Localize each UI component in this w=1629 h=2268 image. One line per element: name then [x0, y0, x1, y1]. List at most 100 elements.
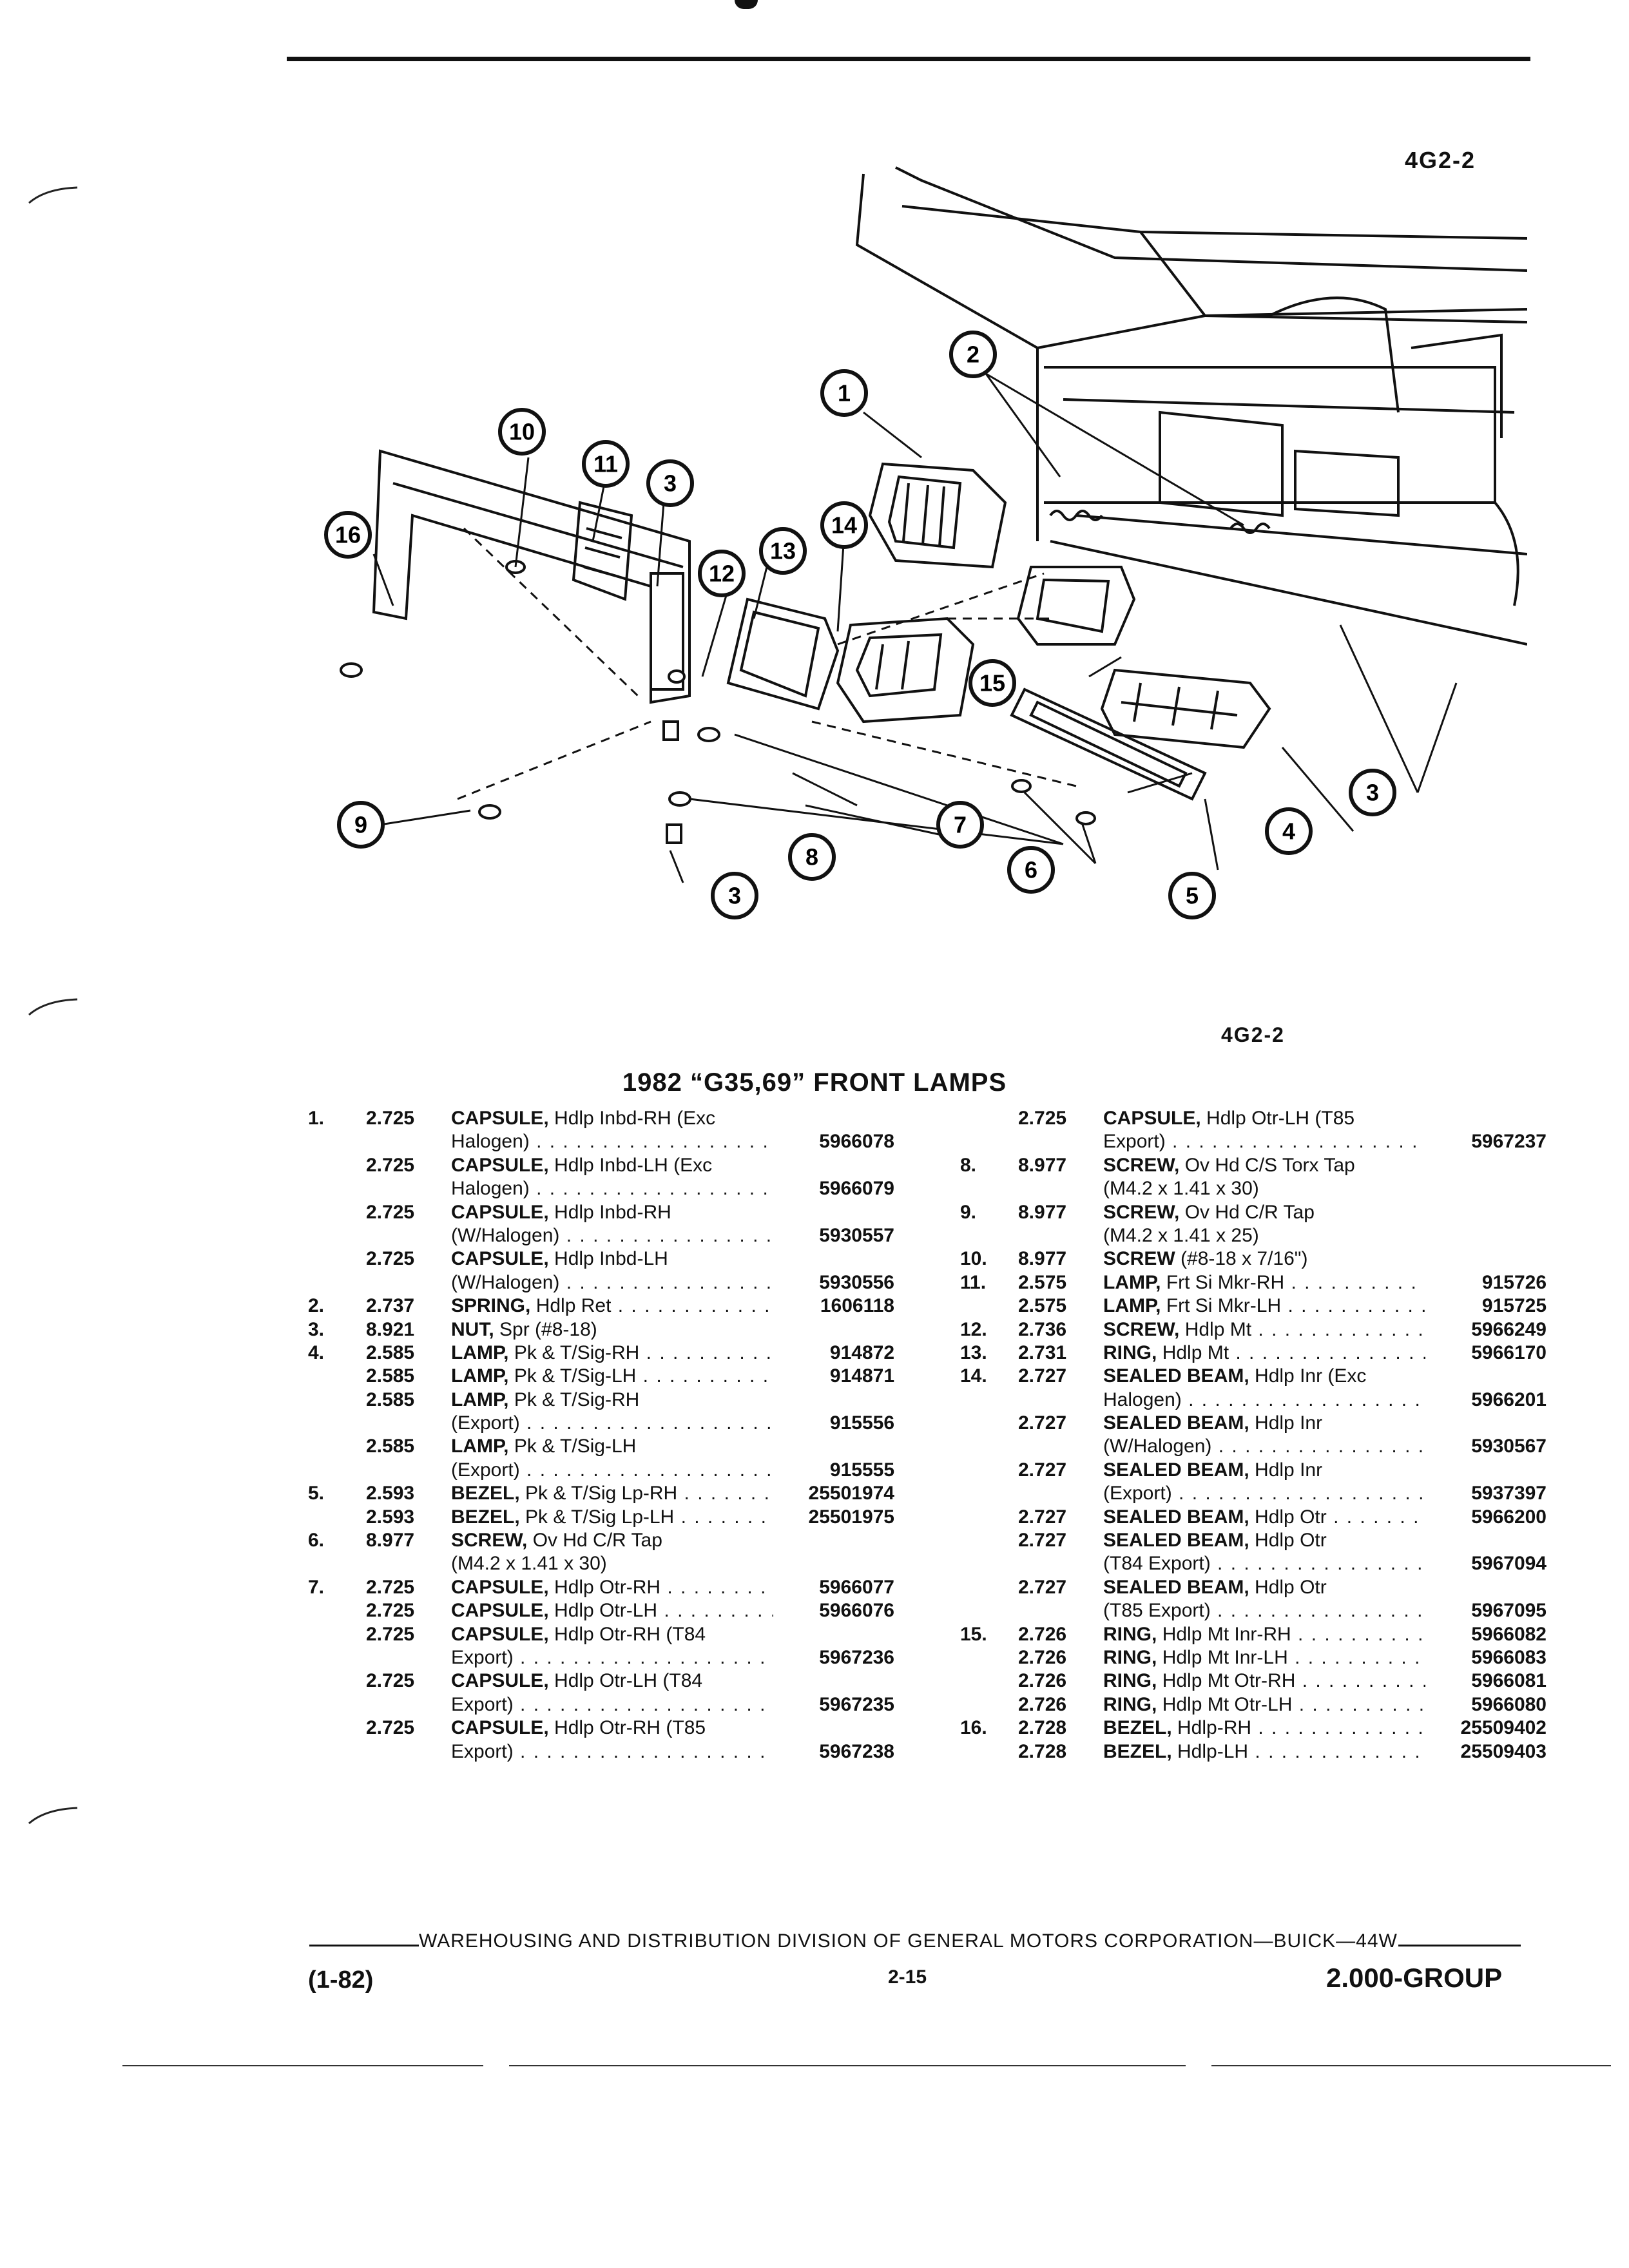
- part-number: 25509402: [1455, 1716, 1547, 1740]
- part-detail: Hdlp Inr (Exc: [1255, 1365, 1367, 1387]
- footer-group: 2.000-GROUP: [1326, 1963, 1503, 1993]
- part-detail: (T84 Export): [1103, 1553, 1211, 1575]
- part-item-number: 7.: [308, 1576, 325, 1598]
- part-detail: Hdlp Ret: [535, 1295, 612, 1317]
- callout-9: 9: [337, 801, 385, 849]
- part-term: SEALED BEAM,: [1103, 1412, 1249, 1434]
- part-item-number: 9.: [960, 1201, 977, 1223]
- footer-division: WAREHOUSING AND DISTRIBUTION DIVISION OF…: [419, 1930, 1398, 1952]
- part-description: CAPSULE, Hdlp Inbd-LH: [451, 1247, 773, 1271]
- svg-text:16: 16: [335, 522, 361, 548]
- part-number: 5930557: [814, 1224, 894, 1248]
- mount-ring-13: [726, 597, 840, 711]
- bottom-rule: [122, 2065, 483, 2066]
- part-detail: Hdlp Inr: [1255, 1412, 1323, 1434]
- part-row: (T85 Export)5967095: [960, 1599, 1547, 1623]
- part-group-code: 2.585: [366, 1341, 415, 1363]
- part-description: BEZEL, Pk & T/Sig Lp-LH: [451, 1506, 773, 1529]
- car-front-end: [855, 166, 1527, 646]
- part-term: SCREW,: [1103, 1201, 1180, 1223]
- part-detail: Hdlp Inbd-LH (Exc: [554, 1154, 713, 1176]
- part-description: (W/Halogen): [451, 1224, 773, 1247]
- part-row: Export)5967235: [308, 1693, 894, 1717]
- part-detail: Hdlp Otr-LH (T84: [554, 1670, 703, 1692]
- part-group-code: 8.977: [1018, 1201, 1067, 1223]
- part-term: LAMP,: [451, 1341, 509, 1363]
- part-description: (Export): [1103, 1482, 1425, 1505]
- callout-6: 6: [1007, 846, 1055, 894]
- part-description: SEALED BEAM, Hdlp Otr: [1103, 1576, 1425, 1599]
- part-term: RING,: [1103, 1646, 1157, 1668]
- part-term: CAPSULE,: [451, 1576, 549, 1598]
- part-term: BEZEL,: [1103, 1717, 1172, 1739]
- part-detail: (#8-18 x 7/16"): [1181, 1248, 1308, 1270]
- svg-text:9: 9: [354, 812, 367, 838]
- part-term: CAPSULE,: [451, 1670, 549, 1692]
- screws-and-springs: [340, 510, 1271, 844]
- part-description: SCREW, Hdlp Mt: [1103, 1318, 1425, 1341]
- part-term: LAMP,: [1103, 1295, 1161, 1317]
- part-number: 915726: [1476, 1271, 1547, 1295]
- part-row: (M4.2 x 1.41 x 30): [960, 1177, 1547, 1200]
- part-group-code: 2.727: [1018, 1365, 1067, 1387]
- part-detail: Frt Si Mkr-LH: [1166, 1295, 1282, 1317]
- part-detail: Hdlp Otr: [1255, 1530, 1327, 1552]
- part-item-number: 3.: [308, 1318, 325, 1340]
- part-number: 5966080: [1466, 1693, 1547, 1717]
- part-item-number: 14.: [960, 1365, 987, 1387]
- part-description: CAPSULE, Hdlp Otr-RH (T85: [451, 1716, 773, 1740]
- part-description: RING, Hdlp Mt: [1103, 1341, 1425, 1365]
- part-description: Halogen): [451, 1130, 773, 1153]
- part-description: (T85 Export): [1103, 1599, 1425, 1622]
- part-detail: Export): [451, 1740, 514, 1762]
- part-description: BEZEL, Pk & T/Sig Lp-RH: [451, 1482, 773, 1505]
- callout-10: 10: [498, 408, 546, 456]
- part-number: 5966081: [1466, 1669, 1547, 1693]
- part-group-code: 2.726: [1018, 1670, 1067, 1692]
- part-number: 5966170: [1466, 1341, 1547, 1365]
- part-group-code: 8.921: [366, 1318, 415, 1340]
- svg-text:6: 6: [1025, 857, 1037, 883]
- part-description: CAPSULE, Hdlp Inbd-LH (Exc: [451, 1154, 773, 1177]
- part-item-number: 5.: [308, 1483, 325, 1504]
- part-item-number: 10.: [960, 1248, 987, 1270]
- footer-rule-right: [1398, 1945, 1521, 1946]
- part-term: CAPSULE,: [451, 1154, 549, 1176]
- part-detail: Hdlp Inr: [1255, 1459, 1323, 1481]
- part-number: 25501975: [803, 1505, 894, 1530]
- part-item-number: 8.: [960, 1154, 977, 1176]
- part-number: 5966082: [1466, 1622, 1547, 1646]
- svg-text:7: 7: [954, 812, 967, 838]
- part-group-code: 2.726: [1018, 1623, 1067, 1645]
- part-description: (M4.2 x 1.41 x 30): [1103, 1177, 1425, 1200]
- mount-ring-15: [1016, 566, 1136, 646]
- part-detail: Hdlp Mt Otr-LH: [1162, 1693, 1293, 1715]
- part-description: CAPSULE, Hdlp Otr-LH: [451, 1599, 773, 1622]
- part-group-code: 2.575: [1018, 1295, 1067, 1317]
- part-description: CAPSULE, Hdlp Otr-RH (T84: [451, 1623, 773, 1646]
- part-detail: Pk & T/Sig Lp-LH: [525, 1506, 675, 1528]
- part-group-code: 2.727: [1018, 1412, 1067, 1434]
- part-detail: Pk & T/Sig-RH: [514, 1341, 640, 1363]
- part-number: 5967235: [814, 1693, 894, 1717]
- part-description: LAMP, Pk & T/Sig-RH: [451, 1389, 773, 1412]
- figure-tag-top: 4G2-2: [1405, 147, 1476, 173]
- part-number: 5967237: [1466, 1130, 1547, 1154]
- part-group-code: 2.731: [1018, 1341, 1067, 1363]
- part-detail: Hdlp Otr: [1255, 1506, 1327, 1528]
- part-description: Halogen): [451, 1177, 773, 1200]
- part-detail: Hdlp Mt Otr-RH: [1162, 1670, 1296, 1692]
- part-detail: Hdlp Mt Inr-RH: [1162, 1623, 1291, 1645]
- part-description: RING, Hdlp Mt Otr-LH: [1103, 1693, 1425, 1716]
